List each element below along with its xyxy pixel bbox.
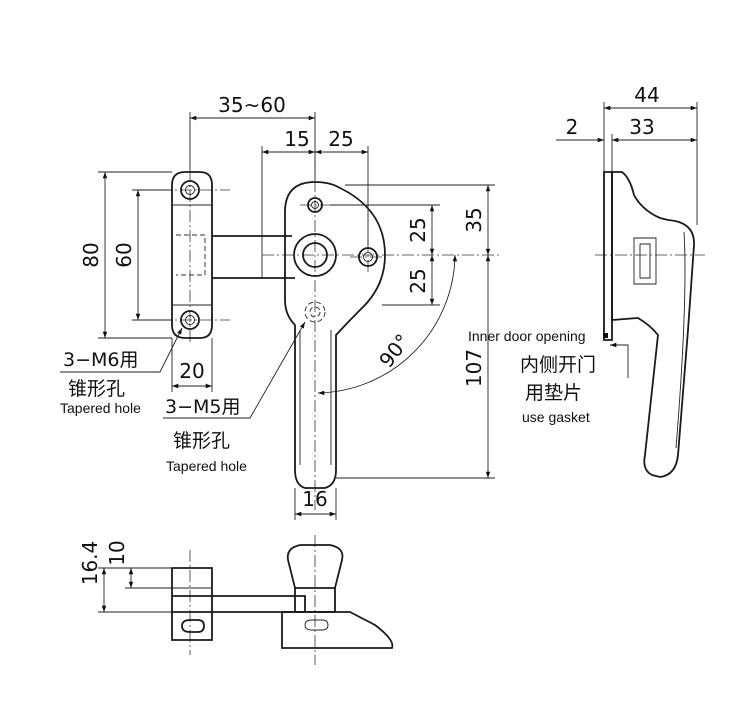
dim-2: 2 — [566, 115, 579, 139]
base-plate — [171, 171, 213, 339]
dim-44: 44 — [634, 83, 659, 107]
dim-16: 16 — [302, 487, 327, 511]
m5-leader — [163, 321, 306, 419]
bottom-base — [171, 567, 213, 641]
m5-callout-en: Tapered hole — [166, 458, 247, 474]
inner-door-cn: 内侧开门 — [520, 354, 596, 376]
dim-25-top: 25 — [328, 127, 353, 151]
bottom-bar — [172, 595, 306, 613]
side-view — [556, 102, 705, 478]
dim-20: 20 — [179, 359, 204, 383]
dim-10: 10 — [105, 540, 129, 565]
bottom-foot — [281, 611, 394, 649]
angle-arc — [317, 254, 458, 396]
dim-60: 60 — [112, 242, 136, 267]
front-view — [60, 112, 500, 520]
dim-25-b: 25 — [406, 268, 430, 293]
dim-107: 107 — [462, 349, 486, 387]
dim-90-deg: 90° — [374, 329, 415, 372]
gasket-cn: 用垫片 — [525, 382, 582, 404]
m5-callout-line1: 3−M5用 — [165, 396, 241, 418]
side-handle — [611, 171, 695, 478]
dim-16-4: 16.4 — [78, 541, 102, 586]
dim-15: 15 — [284, 127, 309, 151]
dim-35: 35 — [462, 207, 486, 232]
dim-80: 80 — [79, 242, 103, 267]
latch-bar — [212, 235, 295, 279]
m5-callout-line2: 锥形孔 — [173, 430, 230, 452]
bottom-view — [98, 535, 394, 665]
m6-hole-bottom — [180, 310, 200, 330]
m6-leader — [60, 327, 183, 373]
m6-callout-line1: 3−M6用 — [63, 349, 139, 371]
m5-hole-top — [307, 197, 323, 213]
dim-33: 33 — [629, 115, 654, 139]
m6-callout-line2: 锥形孔 — [68, 378, 125, 400]
bottom-knob — [286, 544, 344, 589]
dim-25-a: 25 — [406, 217, 430, 242]
dim-35-60: 35~60 — [218, 93, 286, 117]
handle-body — [284, 181, 386, 489]
gasket — [603, 171, 613, 341]
m6-hole-top — [180, 180, 200, 200]
gasket-en: use gasket — [522, 409, 590, 425]
m6-callout-en: Tapered hole — [60, 400, 141, 416]
inner-door-en: Inner door opening — [468, 328, 586, 344]
